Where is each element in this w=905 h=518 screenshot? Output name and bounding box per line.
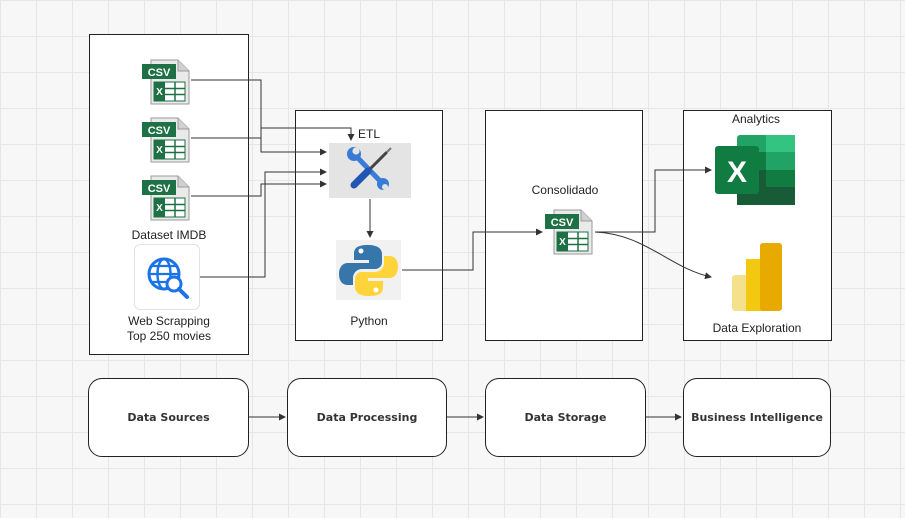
storage-to-powerbi-line xyxy=(594,231,712,280)
svg-text:CSV: CSV xyxy=(148,67,171,79)
powerbi-tile xyxy=(713,237,800,315)
web-search-icon xyxy=(147,257,189,299)
excel-tile: X xyxy=(713,131,800,209)
analytics-label: Analytics xyxy=(731,112,781,126)
web-scraping-label-line1: Web Scrapping xyxy=(128,314,210,328)
stage-data-sources: Data Sources xyxy=(88,378,249,457)
svg-text:X: X xyxy=(156,203,163,214)
csv3-to-etl-line xyxy=(191,180,327,197)
data-exploration-label: Data Exploration xyxy=(712,321,802,335)
svg-text:X: X xyxy=(559,237,566,248)
stage-data-storage: Data Storage xyxy=(485,378,646,457)
svg-text:CSV: CSV xyxy=(551,217,574,229)
stage-business-intelligence: Business Intelligence xyxy=(683,378,831,457)
csv-file-icon: CSV X xyxy=(545,209,593,255)
python-icon xyxy=(339,245,398,296)
csv1-to-etl-line xyxy=(191,79,327,156)
csv-file-icon: CSV X xyxy=(142,59,190,105)
consolidado-label: Consolidado xyxy=(531,183,599,197)
tools-icon xyxy=(347,147,392,190)
svg-text:X: X xyxy=(727,156,747,189)
power-bi-icon xyxy=(732,243,782,311)
dataset-imdb-label: Dataset IMDB xyxy=(131,228,207,242)
svg-text:X: X xyxy=(156,145,163,156)
csv-file-icon: CSV X xyxy=(142,175,190,221)
storage-to-excel-line xyxy=(595,166,712,233)
python-tile xyxy=(336,240,401,300)
csv2-to-etl-line xyxy=(191,127,355,141)
svg-text:CSV: CSV xyxy=(148,183,171,195)
csv-file-icon: CSV X xyxy=(142,117,190,163)
web-scraping-label-line2: Top 250 movies xyxy=(126,329,212,343)
svg-text:CSV: CSV xyxy=(148,125,171,137)
etl-label: ETL xyxy=(357,127,380,141)
svg-text:X: X xyxy=(156,87,163,98)
python-label: Python xyxy=(350,314,388,328)
excel-icon: X xyxy=(715,135,795,205)
etl-tile xyxy=(329,143,411,198)
web-to-etl-line xyxy=(200,168,327,278)
stage-data-processing: Data Processing xyxy=(287,378,447,457)
python-to-storage-line xyxy=(402,228,543,271)
web-scraping-tile xyxy=(134,244,200,310)
web-scraping-label: Web Scrapping Top 250 movies xyxy=(89,314,249,344)
